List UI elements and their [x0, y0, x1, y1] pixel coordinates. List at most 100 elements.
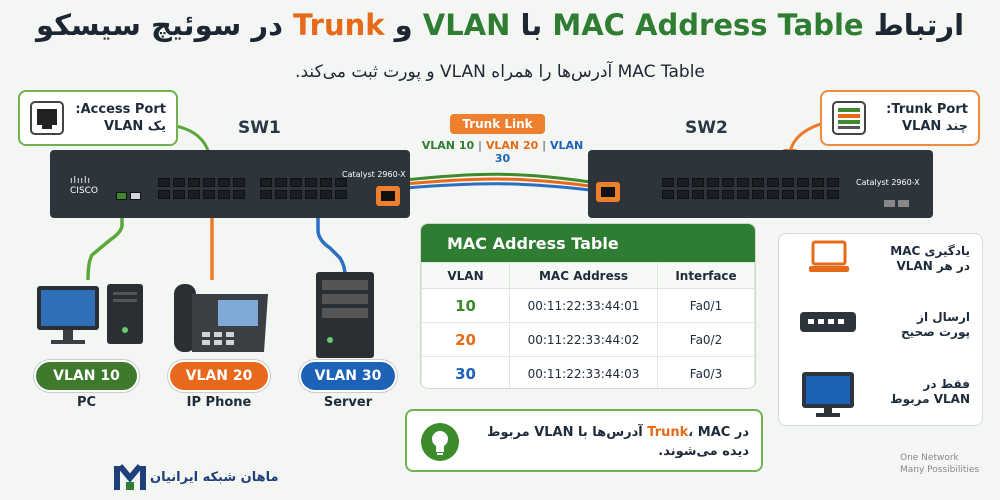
- trunk-callout-text: Trunk Port: چند VLAN: [874, 101, 968, 135]
- flow-step2-line1: ارسال از: [917, 310, 970, 324]
- title-part2: با: [510, 8, 553, 42]
- switch-port[interactable]: [188, 178, 200, 187]
- switch-port[interactable]: [335, 178, 347, 187]
- switch-port[interactable]: [677, 178, 689, 187]
- pc-cable: [86, 200, 124, 281]
- access-port-callout: Access Port: یک VLAN: [18, 90, 178, 146]
- server-cable: [316, 198, 347, 276]
- switch-port[interactable]: [782, 178, 794, 187]
- switch-port[interactable]: [203, 190, 215, 199]
- trunk-link-label: Trunk Link: [450, 114, 545, 134]
- lightbulb-icon: [421, 423, 459, 461]
- switch-port[interactable]: [173, 178, 185, 187]
- switch-port[interactable]: [737, 178, 749, 187]
- sw2-trunk-port[interactable]: [596, 182, 620, 202]
- title-mac: MAC Address Table: [552, 8, 864, 42]
- mac-address-table-card: MAC Address Table VLAN MAC Address Inter…: [420, 223, 756, 389]
- ethernet-port-icon: [30, 101, 64, 135]
- switch-port[interactable]: [827, 178, 839, 187]
- sw1-port-group-b: [260, 178, 347, 199]
- col-vlan: VLAN: [421, 262, 510, 289]
- pc-icon: [37, 284, 143, 344]
- cisco-logo-icon: ılıılı CISCO: [70, 176, 99, 196]
- switch-port[interactable]: [233, 190, 245, 199]
- row-mac: 00:11:22:33:44:03: [509, 356, 658, 388]
- switch-port[interactable]: [692, 190, 704, 199]
- switch-port[interactable]: [797, 178, 809, 187]
- switch-port[interactable]: [203, 178, 215, 187]
- sw1-trunk-port[interactable]: [376, 186, 400, 206]
- trunk-cable-green: [404, 172, 591, 184]
- flow-step2-line2: پورت صحیح: [901, 325, 970, 339]
- switch-port[interactable]: [677, 190, 689, 199]
- switch-port[interactable]: [797, 190, 809, 199]
- switch-port[interactable]: [707, 178, 719, 187]
- sw2-label: SW2: [685, 118, 728, 138]
- switch-port[interactable]: [752, 190, 764, 199]
- switch-port[interactable]: [158, 190, 170, 199]
- switch-port[interactable]: [320, 190, 332, 199]
- switch-port[interactable]: [158, 178, 170, 187]
- switch-port[interactable]: [275, 178, 287, 187]
- server-label: Server: [323, 395, 373, 410]
- switch-port[interactable]: [260, 190, 272, 199]
- switch-port[interactable]: [305, 190, 317, 199]
- trunk-sep: |: [542, 139, 547, 152]
- trunk-vlan-list: VLAN 10 | VLAN 20 | VLAN 30: [415, 139, 590, 165]
- switch-port[interactable]: [662, 190, 674, 199]
- sw1-port-green[interactable]: [116, 192, 127, 200]
- trunk-callout-line2: چند VLAN: [901, 119, 968, 134]
- company-logo-icon: [114, 464, 146, 490]
- note-line2: دیده می‌شوند.: [658, 444, 749, 459]
- switch-port[interactable]: [290, 190, 302, 199]
- trunk-vlan10: VLAN 10: [421, 139, 475, 152]
- sw1-label: SW1: [238, 118, 281, 138]
- trunk-note-box: در Trunk، MAC آدرس‌ها با VLAN مربوط دیده…: [405, 409, 763, 472]
- sw2-sfp-port[interactable]: [884, 200, 895, 207]
- switch-port[interactable]: [173, 190, 185, 199]
- sw1-port-white[interactable]: [130, 192, 141, 200]
- pc-vlan-badge: VLAN 10: [34, 360, 139, 392]
- slogan: One Network Many Possibilities: [900, 452, 979, 476]
- sw1-model: Catalyst 2960-X: [342, 170, 406, 179]
- sw2-sfp-port[interactable]: [898, 200, 909, 207]
- sw2-port-group-a: [662, 178, 749, 199]
- col-interface: Interface: [657, 262, 755, 289]
- switch-port[interactable]: [305, 178, 317, 187]
- switch-port[interactable]: [827, 190, 839, 199]
- switch-port[interactable]: [218, 178, 230, 187]
- switch-port[interactable]: [335, 190, 347, 199]
- switch-port[interactable]: [320, 178, 332, 187]
- table-row: 20 00:11:22:33:44:02 Fa0/2: [421, 322, 755, 357]
- switch-port[interactable]: [812, 190, 824, 199]
- row-interface: Fa0/2: [657, 322, 755, 357]
- switch-port[interactable]: [707, 190, 719, 199]
- switch-port[interactable]: [275, 190, 287, 199]
- slogan-line2: Many Possibilities: [900, 465, 980, 475]
- switch-port[interactable]: [290, 178, 302, 187]
- switch-port[interactable]: [662, 178, 674, 187]
- switch-port[interactable]: [260, 178, 272, 187]
- switch-port[interactable]: [737, 190, 749, 199]
- switch-port[interactable]: [767, 178, 779, 187]
- trunk-vlan20: VLAN 20: [485, 139, 539, 152]
- switch-port[interactable]: [218, 190, 230, 199]
- switch-port[interactable]: [767, 190, 779, 199]
- switch-port[interactable]: [812, 178, 824, 187]
- sw1-switch: ılıılı CISCO Catalyst 2960-X: [50, 150, 410, 218]
- switch-port[interactable]: [752, 178, 764, 187]
- row-mac: 00:11:22:33:44:01: [509, 288, 658, 323]
- switch-port[interactable]: [722, 190, 734, 199]
- server-vlan-badge: VLAN 30: [299, 360, 397, 392]
- switch-port[interactable]: [722, 178, 734, 187]
- switch-port[interactable]: [233, 178, 245, 187]
- title-vlan: VLAN: [422, 8, 511, 42]
- sw2-switch: Catalyst 2960-X: [588, 150, 933, 218]
- phone-label: IP Phone: [186, 395, 252, 410]
- sw1-uplink-ports: [116, 192, 141, 200]
- switch-port[interactable]: [782, 190, 794, 199]
- flow-step2-text: ارسال از پورت صحیح: [868, 310, 970, 340]
- trunk-port-callout: Trunk Port: چند VLAN: [820, 90, 980, 146]
- switch-port[interactable]: [188, 190, 200, 199]
- switch-port[interactable]: [692, 178, 704, 187]
